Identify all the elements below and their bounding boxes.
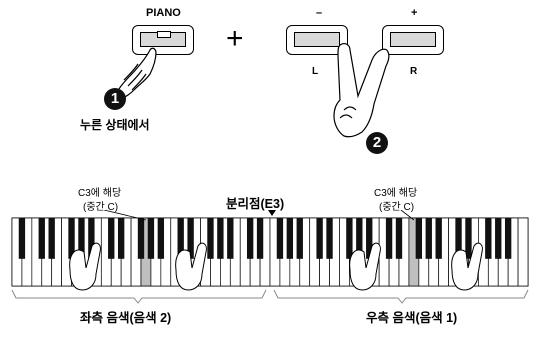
- minus-button-label: –: [316, 7, 323, 19]
- piano-button[interactable]: [132, 25, 194, 55]
- left-voice-label: 좌측 음색(음색 2): [80, 311, 172, 325]
- step-1-caption: 누른 상태에서: [80, 118, 150, 132]
- black-key: [316, 218, 323, 259]
- hand-on-keys-icon: [69, 242, 101, 291]
- piano-button-indicator: [157, 31, 171, 38]
- black-key: [78, 218, 85, 259]
- range-brackets: [11, 289, 529, 304]
- right-range-bracket: [273, 289, 529, 304]
- hands-illustration: [113, 43, 390, 138]
- black-key: [435, 218, 442, 259]
- right-voice-label: 우측 음색(음색 1): [366, 311, 458, 325]
- black-key: [147, 218, 155, 259]
- black-key: [217, 218, 224, 259]
- split-point-label: 분리점(E3): [226, 197, 285, 211]
- v-hand-press-icon: [333, 43, 390, 138]
- black-key: [296, 218, 303, 259]
- step-2-badge: 2: [366, 132, 388, 154]
- plus-button-label: +: [411, 7, 418, 19]
- r-button-face: [390, 32, 436, 47]
- c3-leader-line: [103, 210, 147, 221]
- split-point-marker-icon: [268, 210, 276, 216]
- hand-on-keys-icon: [349, 242, 381, 291]
- hand-on-keys-icon: [451, 242, 483, 291]
- piano-keyboard: [11, 210, 529, 291]
- black-key: [465, 218, 472, 259]
- left-range-bracket: [11, 289, 267, 304]
- r-plus-button[interactable]: [382, 25, 444, 55]
- black-key: [177, 218, 184, 259]
- c3-left-label-line2: (중간 C): [83, 202, 119, 213]
- hand-on-keys-icon: [175, 242, 207, 291]
- black-key: [485, 218, 492, 259]
- black-key: [256, 218, 264, 259]
- c3-right-label-line1: C3에 해당: [374, 188, 418, 199]
- c3-right-label-line2: (중간 C): [379, 202, 415, 213]
- black-key: [157, 218, 165, 259]
- black-key: [48, 218, 55, 259]
- black-key: [246, 218, 254, 259]
- black-key: [88, 218, 95, 259]
- piano-button-label: PIANO: [146, 7, 181, 19]
- l-label: L: [312, 66, 319, 77]
- plus-sign: +: [226, 22, 244, 55]
- black-key: [227, 218, 234, 259]
- black-key: [395, 218, 403, 259]
- black-key: [18, 218, 26, 259]
- black-key: [385, 218, 393, 259]
- black-key: [455, 218, 462, 259]
- black-key: [425, 218, 432, 259]
- c3-leader-line: [400, 210, 415, 221]
- step-1-badge: 1: [104, 88, 126, 110]
- black-key: [286, 218, 294, 259]
- r-label: R: [410, 66, 418, 77]
- black-key: [356, 218, 363, 259]
- black-key: [68, 218, 75, 259]
- black-key: [326, 218, 333, 259]
- black-key: [366, 218, 373, 259]
- black-key: [207, 218, 214, 259]
- black-key: [495, 218, 502, 259]
- black-key: [137, 218, 145, 259]
- black-key: [276, 218, 284, 259]
- l-button-face: [294, 32, 340, 47]
- black-key: [108, 218, 115, 259]
- black-key: [38, 218, 45, 259]
- black-key: [187, 218, 194, 259]
- black-key: [117, 218, 125, 259]
- black-key: [415, 218, 423, 259]
- l-minus-button[interactable]: [286, 25, 348, 55]
- black-key: [504, 218, 512, 259]
- black-key: [346, 218, 353, 259]
- c3-left-label-line1: C3에 해당: [78, 188, 122, 199]
- left-hand-press-icon: [113, 47, 157, 103]
- white-key: [517, 217, 529, 287]
